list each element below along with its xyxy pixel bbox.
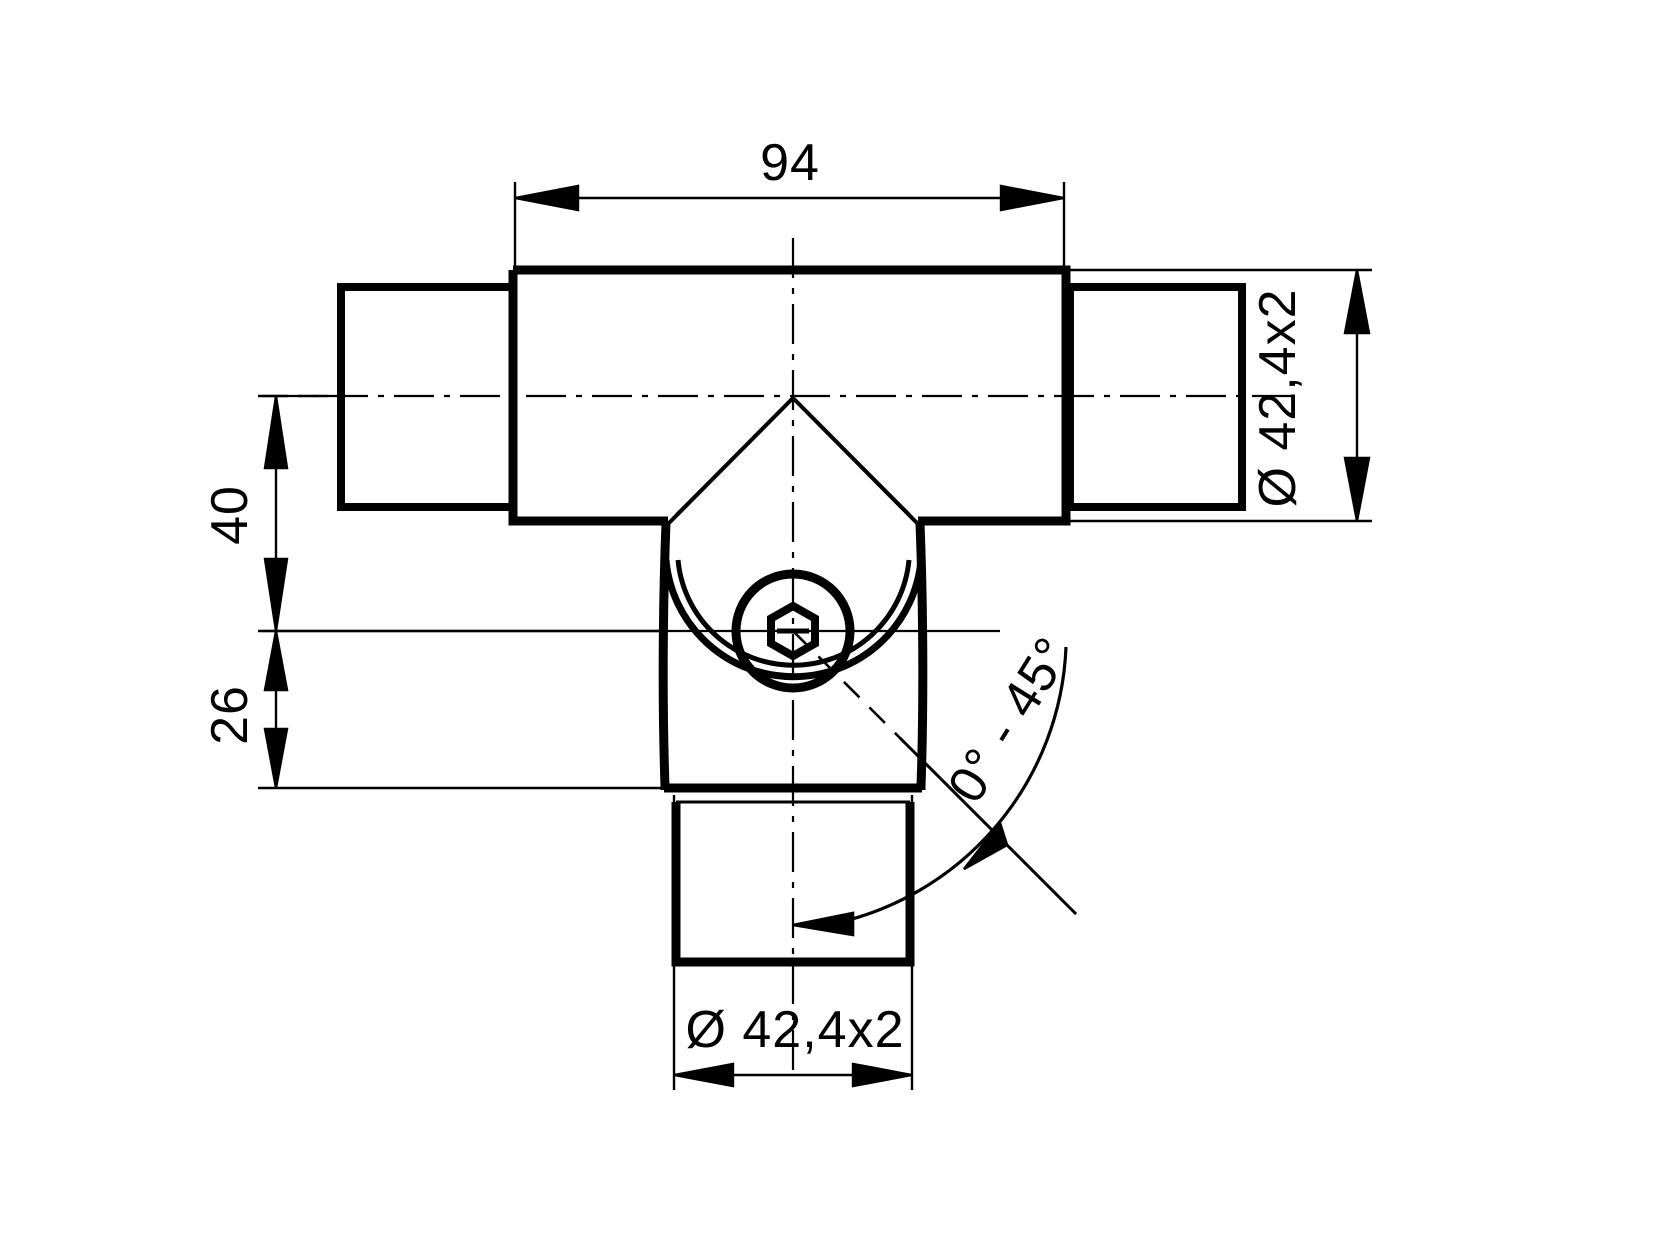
chamfer-left-inner [674, 396, 795, 517]
dim26-arrow-top [263, 630, 289, 692]
dim-label-diameter-right: Ø 42,4x2 [1249, 287, 1307, 508]
dim-label-26: 26 [201, 685, 259, 745]
angle-arrow-end [792, 911, 855, 937]
dim94-arrow-left [514, 184, 580, 212]
centre-lines [262, 238, 1300, 1080]
angle-arrow-start [962, 820, 1009, 871]
swivel-arc-outer [662, 559, 925, 681]
dim26-arrow-bottom [263, 727, 289, 789]
dimdr-arrow-bottom [1343, 456, 1371, 522]
dim-label-diameter-bottom: Ø 42,4x2 [685, 1001, 905, 1059]
dim-label-94: 94 [760, 134, 820, 192]
chamfer-right-inner [791, 396, 912, 517]
hex-socket-icon [767, 601, 819, 661]
hub-boss-circle [731, 569, 855, 693]
dim-label-diameter-bottom-wrap: Ø 42,4x2 [640, 1000, 950, 1060]
dimension-diameter-bottom [672, 795, 914, 1090]
dim-label-diameter-right-wrap: Ø 42,4x2 [1248, 287, 1308, 508]
dimension-diameter-right [1068, 268, 1372, 523]
dim-label-40-wrap: 40 [200, 455, 260, 575]
angle-cross-line [898, 736, 1078, 916]
dim40-arrow-top [263, 395, 289, 470]
hub-left-wall [658, 522, 671, 790]
dim94-arrow-right [999, 184, 1065, 212]
connector-body [337, 265, 1246, 967]
dim40-arrow-bottom [263, 557, 289, 632]
dimdb-arrow-left [673, 1062, 735, 1088]
dimdr-arrow-top [1343, 269, 1371, 335]
dimdb-arrow-right [851, 1062, 913, 1088]
dim-label-40: 40 [201, 485, 259, 545]
dim-label-26-wrap: 26 [200, 655, 260, 775]
top-barrel-outline-left [508, 270, 668, 526]
angle-label-wrap: 0° - 45° [880, 620, 1140, 820]
angle-range-label: 0° - 45° [937, 627, 1083, 813]
angle-annotation [792, 630, 1078, 937]
swivel-arc-inner [675, 559, 912, 668]
dimension-40-26 [258, 394, 668, 790]
bottom-tube-outline [671, 802, 915, 967]
hub-right-wall [915, 522, 928, 790]
dimension-94 [513, 182, 1066, 272]
